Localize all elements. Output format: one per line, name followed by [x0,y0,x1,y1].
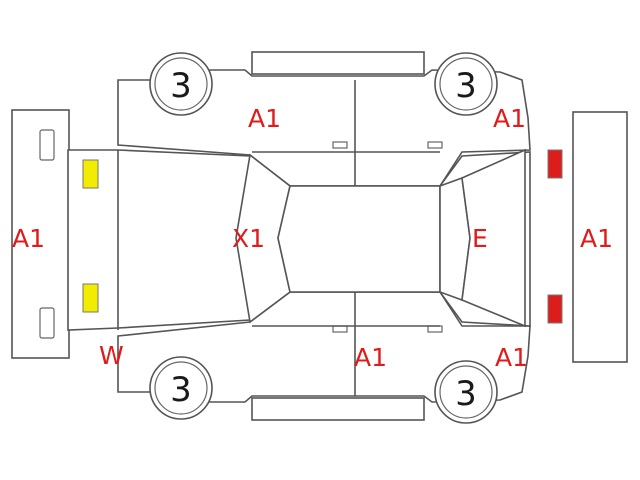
taillight-lower [547,294,563,324]
code-lower-rear-fender: A1 [495,343,528,372]
headlight-lower [82,283,99,313]
code-upper-rear-fender: A1 [493,104,526,133]
tire-rear-right-label: 3 [455,374,477,414]
tire-front-right-label: 3 [170,370,192,410]
rear-hatch [461,148,526,328]
roof [277,185,441,293]
upper-side-sill [251,51,425,75]
rear-bumper [572,111,628,363]
tire-rear-left: 3 [434,52,498,116]
code-upper-front-door: A1 [248,104,281,133]
taillight-upper [547,149,563,179]
code-rear-glass: E [472,224,488,253]
code-lower-front-fender: W [99,341,124,370]
code-windshield: X1 [232,224,265,253]
code-rear-bumper: A1 [580,224,613,253]
tire-front-left: 3 [149,52,213,116]
code-lower-rear-door: A1 [354,343,387,372]
lower-side-sill [251,397,425,421]
code-front-bumper: A1 [12,224,45,253]
tire-front-right: 3 [149,356,213,420]
tire-rear-left-label: 3 [455,66,477,106]
headlight-upper [82,159,99,189]
front-bumper [11,109,70,359]
tire-rear-right: 3 [434,360,498,424]
tire-front-left-label: 3 [170,66,192,106]
